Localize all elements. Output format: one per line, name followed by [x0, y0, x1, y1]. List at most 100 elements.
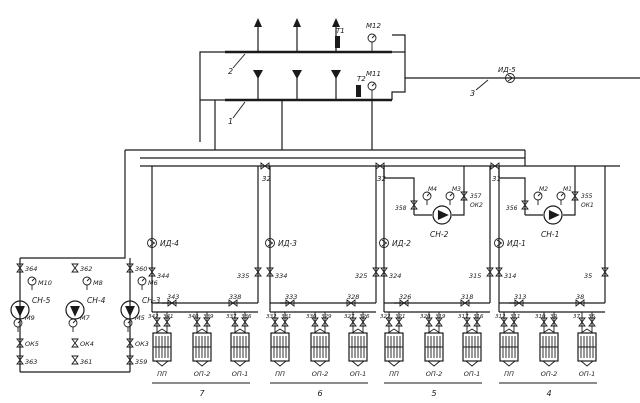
exchanger-top	[580, 328, 594, 334]
exchanger-bottom	[580, 360, 594, 367]
pressure-gauge-icon	[422, 191, 432, 205]
valve-icon	[571, 191, 579, 201]
network-pump-icon	[10, 300, 30, 320]
valve-label: 36	[588, 314, 595, 320]
exchanger-bottom	[233, 360, 247, 367]
valve-body	[148, 267, 156, 277]
valve-body	[71, 338, 79, 348]
valve-body	[311, 317, 319, 327]
valve-icon	[510, 317, 518, 327]
exchanger-top	[195, 328, 209, 334]
valve-body	[372, 267, 380, 277]
network-feed	[20, 150, 126, 259]
bay-pump-label: ИД-3	[278, 239, 297, 248]
pressure-gauge-icon	[367, 81, 377, 95]
heating-loop	[452, 178, 465, 216]
thermometer-icon	[356, 85, 361, 97]
sensor-label-t2: T2	[357, 75, 366, 83]
valve-label: 324	[389, 272, 401, 280]
valve-body	[578, 317, 586, 327]
distribution-valve-icon	[490, 162, 500, 170]
arrow-down-icon	[331, 70, 341, 79]
valve-label: 359	[135, 358, 147, 366]
valve-body	[486, 267, 494, 277]
network-pump-icon	[120, 300, 140, 320]
gauge-label: M9	[25, 314, 35, 322]
unit-label: ОП-2	[194, 370, 211, 378]
valve-body	[385, 317, 393, 327]
valve-icon	[126, 355, 134, 365]
valve-label: 38	[576, 293, 584, 301]
pressure-gauge-icon	[367, 33, 377, 47]
valve-icon	[435, 317, 443, 327]
heating-loop	[563, 178, 576, 216]
valve-body	[575, 299, 585, 307]
exchanger-top	[542, 328, 556, 334]
bay-number: 4	[546, 389, 551, 398]
valve-label: 342	[148, 314, 159, 320]
pressure-gauge-icon	[445, 191, 455, 205]
valve-label: 363	[25, 358, 37, 366]
valve-icon	[359, 317, 367, 327]
gauge-label: M3	[452, 186, 461, 193]
valve-label: 329	[321, 314, 332, 320]
collector-number-2: 2	[228, 67, 233, 76]
bay-number: 6	[317, 389, 322, 398]
valve-body	[260, 162, 270, 170]
valve-label: 37	[573, 314, 580, 320]
valve-body	[153, 317, 161, 327]
valve-icon	[266, 267, 274, 277]
valve-icon	[126, 338, 134, 348]
distribution-valve-label: 32	[377, 175, 386, 183]
unit-label: ОП-2	[426, 370, 443, 378]
valve-body	[241, 317, 249, 327]
valve-label: 315	[469, 272, 481, 280]
valve-label: 360	[135, 265, 147, 273]
exchanger-top	[465, 328, 479, 334]
valve-label: 356	[506, 205, 518, 212]
gauge-needle	[141, 278, 145, 282]
valve-label: 39	[550, 314, 557, 320]
pump-casing	[432, 205, 452, 225]
exchanger-top	[233, 328, 247, 334]
check-valve-label: ОК4	[80, 340, 94, 348]
valve-label: 325	[355, 272, 367, 280]
gauge-needle	[72, 320, 76, 324]
valve-body	[490, 162, 500, 170]
valve-icon	[463, 317, 471, 327]
valve-icon	[167, 299, 177, 307]
valve-icon	[460, 299, 470, 307]
exchanger-top	[387, 328, 401, 334]
heat-exchanger-icon	[424, 328, 444, 367]
unit-label: ОП-1	[350, 370, 367, 378]
exchanger-bottom	[502, 360, 516, 367]
valve-body	[588, 317, 596, 327]
valve-body	[203, 317, 211, 327]
valve-body	[375, 162, 385, 170]
heating-pump-label: СН-2	[430, 230, 449, 239]
valve-body	[380, 267, 388, 277]
valve-body	[228, 299, 238, 307]
booster-pump-icon	[505, 73, 515, 83]
distribution-valve-label: 32	[262, 175, 271, 183]
gauge-needle	[127, 320, 131, 324]
exchanger-bottom	[313, 360, 327, 367]
unit-label: ПП	[504, 370, 514, 378]
valve-body	[425, 317, 433, 327]
valve-body	[126, 355, 134, 365]
exchanger-bottom	[351, 360, 365, 367]
pressure-gauge-icon	[27, 276, 37, 290]
valve-body	[266, 267, 274, 277]
collector-number-1: 1	[228, 117, 233, 126]
valve-body	[540, 317, 548, 327]
sensor-label-t1: T1	[336, 27, 345, 35]
valve-label: 336	[241, 314, 252, 320]
valve-icon	[311, 317, 319, 327]
distribution-valve-icon	[375, 162, 385, 170]
valve-label: 327	[344, 314, 355, 320]
heat-exchanger-icon	[462, 328, 482, 367]
valve-body	[550, 317, 558, 327]
valve-body	[395, 317, 403, 327]
heat-exchanger-icon	[310, 328, 330, 367]
valve-icon	[281, 317, 289, 327]
